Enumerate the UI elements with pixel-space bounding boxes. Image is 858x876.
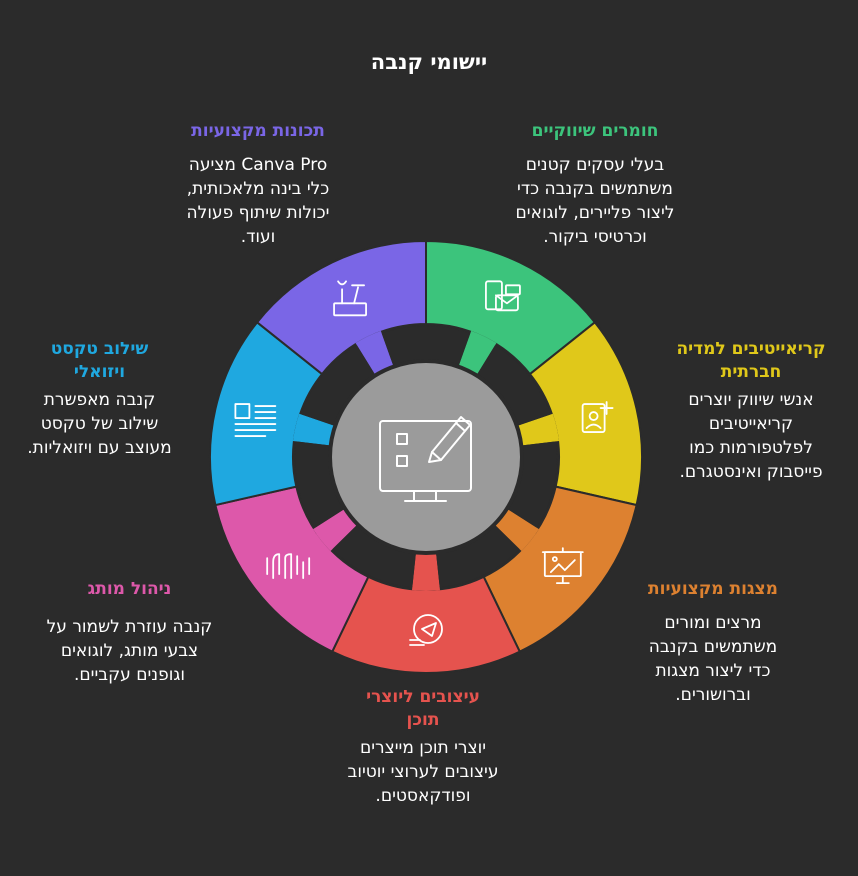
ring-gap: [436, 524, 520, 588]
ring-gap: [506, 441, 557, 528]
ring-gap: [302, 345, 376, 426]
segment-tab-social: [516, 413, 560, 446]
document-layout-icon: [234, 403, 277, 437]
ring-gap: [381, 326, 471, 367]
segment-heading: קריאייטיבים למדיה חברתית: [676, 339, 826, 382]
segment-heading: שילוב טקסט ויזואלי: [50, 339, 149, 382]
segment-label-content: עיצובים ליוצרי תוכן יוצרי תוכן מייצרים ע…: [338, 686, 508, 808]
segment-label-marketing: חומרים שיווקיים בעלי עסקים קטנים משתמשים…: [505, 120, 685, 249]
center-hub: [328, 359, 524, 555]
segment-text: יוצרי תוכן מייצרים עיצובים לערוצי יוטיוב…: [347, 738, 499, 806]
presentation-board-icon: [541, 547, 584, 585]
segment-tab-marketing: [458, 330, 497, 376]
segment-text: בעלי עסקים קטנים משתמשים בקנבה כדי ליצור…: [515, 155, 675, 247]
segment-label-presentations: מצגות מקצועיות מרצים ומורים משתמשים בקנב…: [628, 578, 798, 707]
segment-heading: ניהול מותג: [87, 579, 172, 599]
tools-box-icon: [333, 280, 367, 317]
segment-heading: תכונות מקצועיות: [191, 121, 325, 141]
page-title: יישומי קנבה: [370, 50, 488, 74]
phone-mail-card-icon: [485, 280, 521, 312]
ring-gap: [295, 441, 346, 528]
segment-tab-content: [411, 552, 441, 591]
segment-label-pro: תכונות מקצועיות Canva Pro מציעה כלי בינה…: [168, 120, 348, 249]
segment-heading: עיצובים ליוצרי תוכן: [366, 687, 480, 730]
ring-gap: [476, 345, 550, 426]
send-circle-icon: [409, 614, 443, 646]
segment-text: קנבה עוזרת לשמור על צבעי מותג, לוגואים ו…: [46, 617, 213, 685]
segment-tab-textvisual: [292, 413, 336, 446]
segment-text: אנשי שיווק יוצרים קריאייטיבים לפלטפורמות…: [679, 390, 823, 482]
computer-checklist-pencil-icon: [379, 416, 472, 502]
add-user-icon: [581, 401, 614, 433]
segment-text: Canva Pro מציעה כלי בינה מלאכותית, יכולו…: [186, 155, 330, 247]
segment-label-textvisual: שילוב טקסט ויזואלי קנבה מאפשרת שילוב של …: [22, 338, 177, 460]
segment-text: קנבה מאפשרת שילוב של טקסט מעוצב עם ויזוא…: [27, 390, 172, 458]
segment-label-brand: ניהול מותג קנבה עוזרת לשמור על צבעי מותג…: [42, 578, 217, 687]
segment-text: מרצים ומורים משתמשים בקנבה כדי ליצור מצג…: [648, 613, 778, 705]
segment-heading: חומרים שיווקיים: [531, 121, 659, 141]
segment-tab-brand: [313, 508, 358, 552]
segment-tab-presentations: [494, 508, 539, 552]
segment-pro: [255, 239, 427, 376]
segment-tab-pro: [355, 330, 394, 376]
segment-label-social: קריאייטיבים למדיה חברתית אנשי שיווק יוצר…: [665, 338, 837, 484]
segment-heading: מצגות מקצועיות: [648, 579, 778, 599]
wave-icon: [266, 553, 311, 580]
ring-gap: [332, 524, 416, 588]
